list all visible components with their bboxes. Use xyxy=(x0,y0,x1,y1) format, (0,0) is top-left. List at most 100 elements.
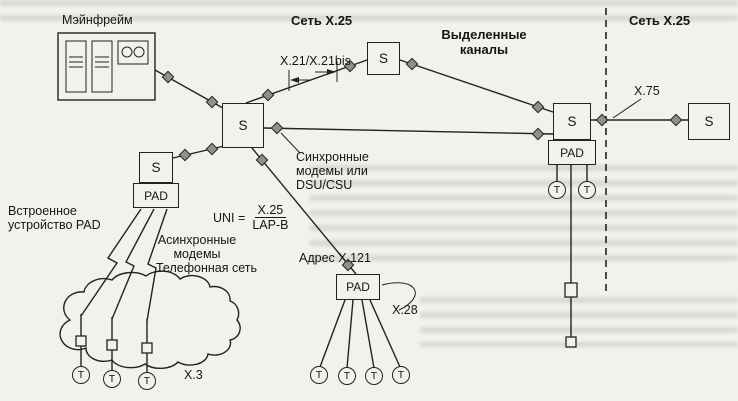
sync-modems-line2: модемы или xyxy=(296,164,368,178)
switch-label: S xyxy=(567,114,577,129)
uni-prefix: UNI = xyxy=(213,210,246,225)
sync-modem-diamond xyxy=(531,100,545,114)
uni-fraction: X.25 LAP-B xyxy=(249,203,291,232)
async-modems-label: Асинхронные модемы xyxy=(148,233,246,261)
uni-label: UNI = X.25 LAP-B xyxy=(213,203,291,232)
x21-label: X.21/X.21bis xyxy=(280,54,351,68)
sync-modems-line1: Синхронные xyxy=(296,150,369,164)
pad-label: PAD xyxy=(560,145,584,160)
dialup-zigzag-line xyxy=(146,208,168,322)
switch-center: S xyxy=(222,103,264,148)
async-modem-box xyxy=(75,335,87,347)
sync-modem-diamond xyxy=(205,142,219,156)
link-switch-top-right xyxy=(399,59,554,113)
tape-reel-icon xyxy=(133,46,145,58)
pad-left: PAD xyxy=(133,183,179,208)
sync-modem-diamond xyxy=(270,121,284,135)
switch-left: S xyxy=(139,152,173,183)
terminal-label: T xyxy=(143,375,151,387)
sync-modem-diamond xyxy=(595,113,609,127)
address-x121-label: Адрес X.121 xyxy=(299,251,371,265)
link-pad-terminal xyxy=(346,299,354,369)
switch-top: S xyxy=(367,42,400,75)
terminal: T xyxy=(310,366,328,384)
terminal-label: T xyxy=(583,184,591,196)
terminal: T xyxy=(138,372,156,390)
terminal: T xyxy=(548,181,566,199)
terminal: T xyxy=(72,366,90,384)
x75-leader xyxy=(612,98,642,119)
switch-label: S xyxy=(378,51,388,66)
terminal-label: T xyxy=(108,373,116,385)
terminal-label: T xyxy=(397,369,405,381)
link-pad-terminal xyxy=(319,299,346,368)
phone-network-cloud xyxy=(59,270,241,370)
terminal: T xyxy=(578,181,596,199)
embedded-pad-line2: устройство PAD xyxy=(8,218,101,232)
switch-label: S xyxy=(238,118,248,133)
terminal-label: T xyxy=(315,369,323,381)
modem-box xyxy=(564,282,578,298)
network-left-label: Сеть X.25 xyxy=(291,13,353,28)
embedded-pad-label: Встроенное устройство PAD xyxy=(8,204,101,232)
sync-modem-diamonds xyxy=(161,57,683,272)
tape-reel-icon xyxy=(121,46,133,58)
sync-modem-diamond xyxy=(341,258,355,272)
switch-label: S xyxy=(151,160,161,175)
x21-span-marker xyxy=(288,61,338,91)
x3-label: X.3 xyxy=(184,368,203,382)
sync-modems-line3: DSU/CSU xyxy=(296,178,353,192)
async-modems-line2: модемы xyxy=(173,247,221,261)
pad-right: PAD xyxy=(548,140,596,165)
terminal-label: T xyxy=(77,369,85,381)
sync-modem-diamond xyxy=(205,95,219,109)
sync-modem-diamond xyxy=(405,57,419,71)
switch-right: S xyxy=(553,103,591,140)
embedded-pad-line1: Встроенное xyxy=(8,204,77,218)
terminal-label: T xyxy=(553,184,561,196)
link-switch-center-right xyxy=(263,127,554,135)
dedicated-channels-line2: каналы xyxy=(459,42,509,57)
link-pad-terminal xyxy=(369,299,401,368)
link-pad-terminal xyxy=(361,299,375,369)
switch-label: S xyxy=(704,114,714,129)
async-modem-box xyxy=(141,342,153,354)
sync-modems-leader xyxy=(280,132,301,154)
async-modems-line1: Асинхронные xyxy=(157,233,237,247)
mainframe-icon xyxy=(57,32,156,101)
dialup-zigzag-line xyxy=(80,208,142,317)
sync-modems-label: Синхронные модемы или DSU/CSU xyxy=(296,150,369,192)
sync-modem-diamond xyxy=(255,153,269,167)
uni-denominator: LAP-B xyxy=(252,218,289,232)
switch-far-right: S xyxy=(688,103,730,140)
async-modem-box xyxy=(106,339,118,351)
pad-center: PAD xyxy=(336,274,380,300)
sync-modem-diamond xyxy=(178,148,192,162)
sync-modem-diamond xyxy=(531,127,545,141)
x28-pointer-curve xyxy=(381,282,416,311)
sync-modem-diamond xyxy=(161,70,175,84)
sync-modem-diamond xyxy=(343,59,357,73)
x75-label: X.75 xyxy=(634,84,660,98)
x28-label: X.28 xyxy=(392,303,418,317)
pad-label: PAD xyxy=(144,188,168,203)
terminal: T xyxy=(338,367,356,385)
sync-modem-diamond xyxy=(261,88,275,102)
dedicated-channels-line1: Выделенные xyxy=(441,27,527,42)
uni-numerator: X.25 xyxy=(254,203,287,218)
network-right-label: Сеть X.25 xyxy=(629,13,691,28)
modem-box xyxy=(565,336,577,348)
phone-network-label: Телефонная сеть xyxy=(156,261,257,275)
terminal-label: T xyxy=(370,370,378,382)
mainframe-label: Мэйнфрейм xyxy=(62,13,133,27)
dedicated-channels-label: Выделенные каналы xyxy=(437,27,531,57)
dialup-zigzag-line xyxy=(111,208,155,320)
link-switch-center-pad xyxy=(251,147,357,275)
sync-modem-diamond xyxy=(669,113,683,127)
terminal: T xyxy=(103,370,121,388)
terminal: T xyxy=(365,367,383,385)
terminal: T xyxy=(392,366,410,384)
pad-label: PAD xyxy=(346,280,370,294)
